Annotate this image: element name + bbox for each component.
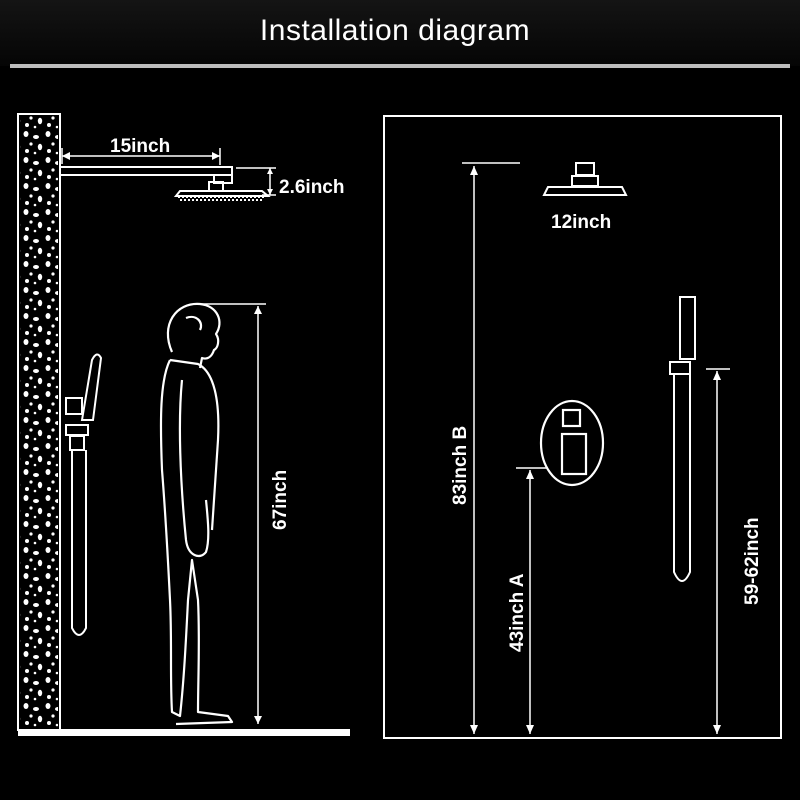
header-bar: Installation diagram (0, 0, 800, 66)
mixing-valve (539, 399, 605, 487)
arm-length-dimension (61, 148, 221, 165)
header-divider (10, 64, 790, 68)
person-height-dimension (200, 303, 266, 724)
hand-shower-with-hose (65, 353, 103, 636)
head-height-label: 83inch B (450, 426, 471, 505)
handheld-height-dimension (706, 368, 730, 734)
head-height-dimension (462, 162, 520, 734)
valve-height-dimension (516, 467, 548, 734)
person-height-label: 67inch (270, 470, 291, 530)
floor-line (18, 729, 350, 736)
head-drop-dimension (236, 167, 276, 196)
handheld-height-label: 59-62inch (742, 517, 763, 605)
head-drop-label: 2.6inch (279, 177, 344, 198)
diagram-title: Installation diagram (259, 14, 531, 47)
stone-wall (17, 113, 61, 731)
arm-length-label: 15inch (110, 136, 170, 157)
handheld-slide-bar (669, 296, 696, 582)
rain-shower-head (59, 166, 271, 201)
valve-height-label: 43inch A (507, 573, 528, 652)
person-silhouette (159, 302, 234, 726)
right-panel: 12inch 83inch B 43inch A (383, 115, 782, 739)
head-diameter-label: 12inch (551, 212, 611, 233)
right-panel-frame (383, 115, 782, 739)
left-panel: 15inch 2.6inch (17, 113, 350, 736)
ceiling-shower-head (542, 162, 628, 196)
